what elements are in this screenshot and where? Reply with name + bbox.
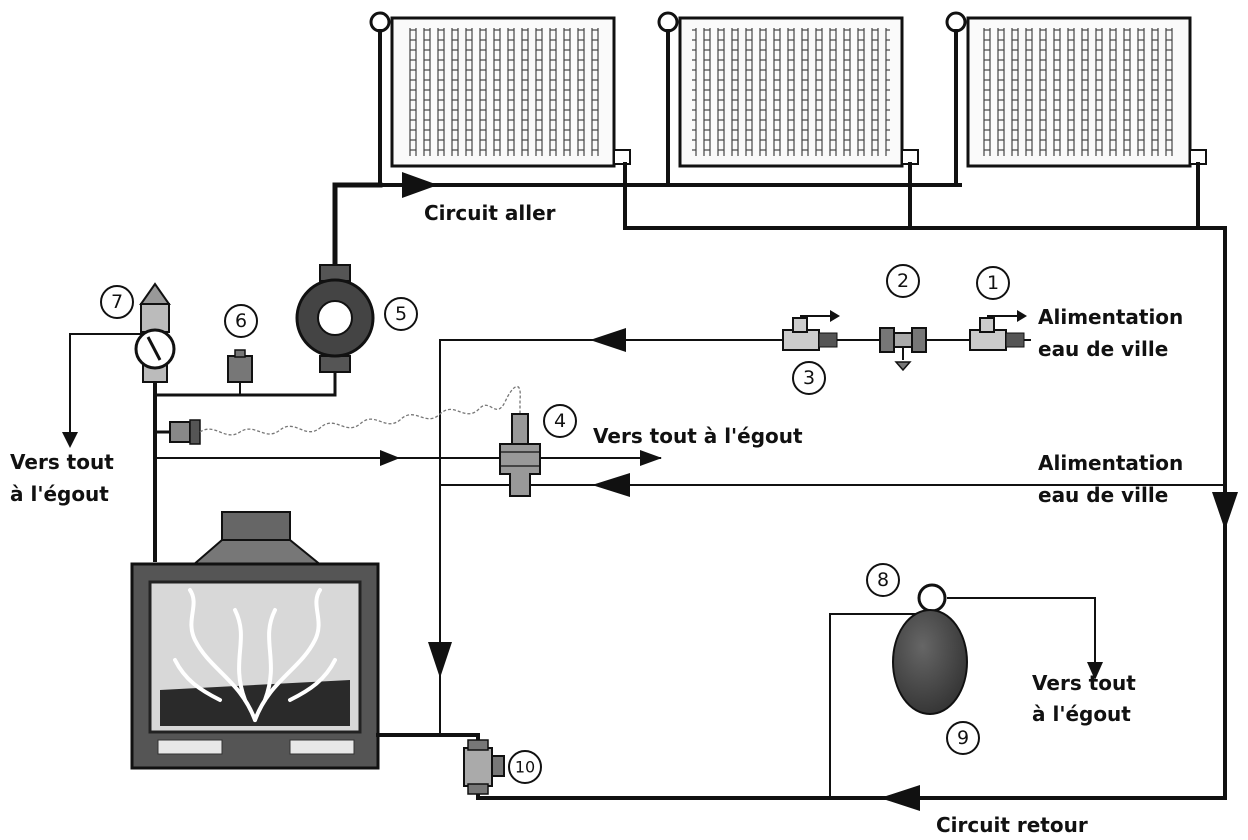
drain-valve-10 xyxy=(463,739,505,795)
callout-2: 2 xyxy=(886,264,920,298)
circulator-pump-5 xyxy=(295,264,375,373)
svg-text:10: 10 xyxy=(515,758,535,777)
callout-8: 8 xyxy=(866,563,900,597)
stop-valve-1 xyxy=(969,310,1027,351)
label-egout-middle: Vers tout à l'égout xyxy=(593,424,803,448)
thermal-sensor xyxy=(153,419,201,445)
flame-icon xyxy=(173,588,337,722)
expansion-vessel-9 xyxy=(829,583,1103,799)
label-eau-de-ville-1: eau de ville xyxy=(1038,337,1168,361)
water-supply-line-2 xyxy=(439,473,1223,497)
callout-1: 1 xyxy=(976,266,1010,300)
radiator-3 xyxy=(945,11,1207,168)
safety-valve-gauge-7 xyxy=(62,282,176,448)
fireplace-insert xyxy=(130,511,380,770)
label-alimentation-1: Alimentation xyxy=(1038,305,1183,329)
label-circuit-retour: Circuit retour xyxy=(936,813,1088,837)
callout-6: 6 xyxy=(224,304,258,338)
return-flow-arrow xyxy=(880,785,920,811)
boiler-riser xyxy=(153,368,337,562)
thermal-discharge-valve-4 xyxy=(499,413,541,497)
label-eau-de-ville-2: eau de ville xyxy=(1038,483,1168,507)
callout-4: 4 xyxy=(543,404,577,438)
stop-valve-3 xyxy=(782,310,840,351)
label-egout-right-2: à l'égout xyxy=(1032,702,1131,726)
svg-text:6: 6 xyxy=(235,310,247,332)
label-egout-right-1: Vers tout xyxy=(1032,671,1136,695)
filter-2 xyxy=(879,327,927,372)
svg-text:7: 7 xyxy=(111,291,123,313)
svg-text:2: 2 xyxy=(897,270,909,292)
return-pipe xyxy=(476,162,1238,811)
water-supply-line-1 xyxy=(428,328,1031,736)
svg-text:3: 3 xyxy=(803,367,815,389)
drain-line xyxy=(154,450,662,466)
svg-text:5: 5 xyxy=(395,303,407,325)
supply-pipe xyxy=(332,29,962,268)
return-down-arrow xyxy=(1212,492,1238,530)
svg-text:4: 4 xyxy=(554,410,566,432)
radiator-1 xyxy=(369,11,631,168)
supply-flow-arrow xyxy=(402,172,438,198)
label-circuit-aller: Circuit aller xyxy=(424,201,556,225)
callout-9: 9 xyxy=(946,721,980,755)
label-alimentation-2: Alimentation xyxy=(1038,451,1183,475)
svg-text:9: 9 xyxy=(957,727,969,749)
callout-5: 5 xyxy=(384,297,418,331)
callout-10: 10 xyxy=(508,750,542,784)
radiator-2 xyxy=(657,11,919,168)
air-vent-6 xyxy=(227,349,253,383)
capillary-tube xyxy=(199,386,521,436)
label-egout-left-2: à l'égout xyxy=(10,482,109,506)
callout-3: 3 xyxy=(792,361,826,395)
label-egout-left-1: Vers tout xyxy=(10,450,114,474)
svg-text:1: 1 xyxy=(987,272,999,294)
callout-7: 7 xyxy=(100,285,134,319)
svg-text:8: 8 xyxy=(877,569,889,591)
